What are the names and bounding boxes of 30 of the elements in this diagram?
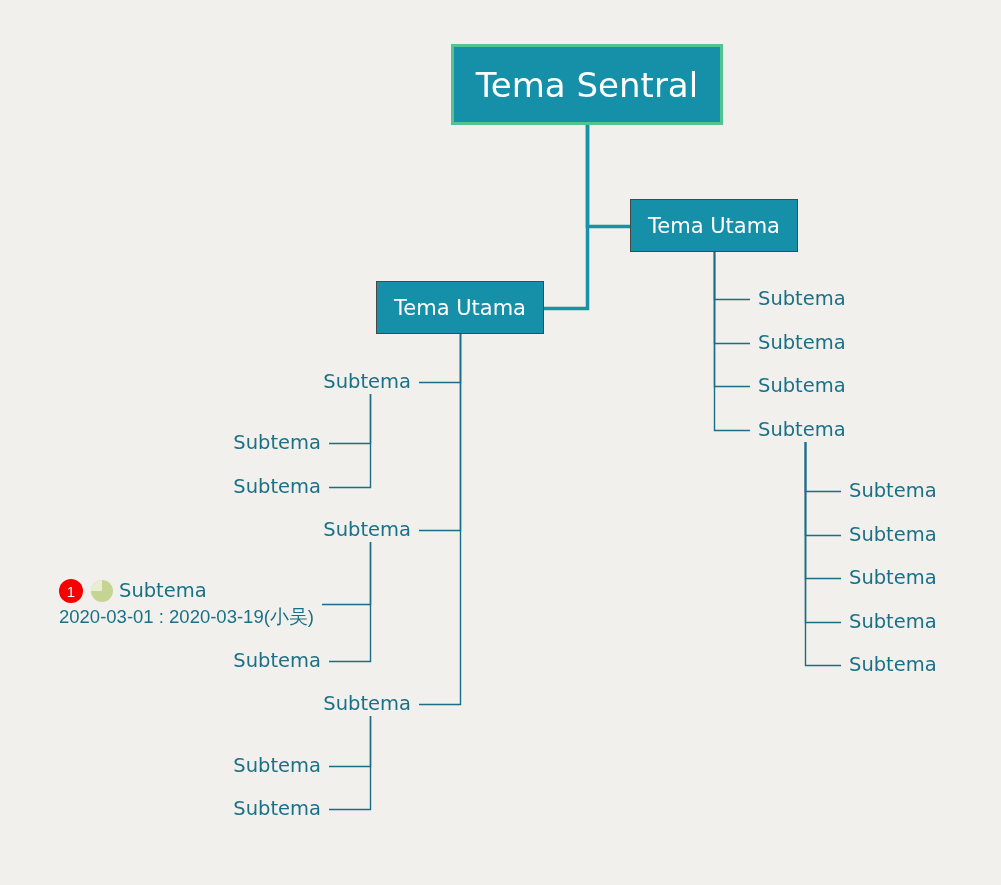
connector-line — [804, 441, 842, 667]
date-range-text: 2020-03-01 : 2020-03-19(小吴) — [59, 606, 314, 628]
subtopic-label: Subtema — [233, 797, 329, 821]
main-topic-box: Tema Utama — [630, 199, 798, 252]
connector-line — [544, 125, 590, 311]
subtopic-label: Subtema — [841, 566, 937, 590]
main-topic-box: Tema Utama — [376, 281, 544, 334]
subtopic-label: Subtema — [323, 518, 419, 542]
connector-line — [328, 715, 372, 811]
subtopic-label: Subtema — [841, 610, 937, 634]
subtopic-label: Subtema — [119, 579, 207, 603]
subtopic-label: Subtema — [323, 370, 419, 394]
subtopic-label: Subtema — [323, 692, 419, 716]
connector-line — [328, 541, 372, 663]
subtopic-label: Subtema — [750, 374, 846, 398]
subtopic-label: Subtema — [233, 475, 329, 499]
subtopic-label: Subtema — [841, 479, 937, 503]
connector-line — [418, 333, 462, 706]
priority-badge: 1 — [59, 579, 83, 603]
subtopic-label: Subtema — [750, 287, 846, 311]
subtopic-label: Subtema — [750, 418, 846, 442]
connector-line — [713, 251, 751, 432]
subtopic-label: Subtema — [233, 431, 329, 455]
subtopic-label: Subtema — [841, 523, 937, 547]
subtopic-label: Subtema — [233, 649, 329, 673]
connector-line — [328, 393, 372, 489]
subtopic-label: Subtema — [233, 754, 329, 778]
central-topic-box: Tema Sentral — [451, 44, 723, 125]
subtopic-label: Subtema — [841, 653, 937, 677]
subtopic-label: Subtema — [750, 331, 846, 355]
